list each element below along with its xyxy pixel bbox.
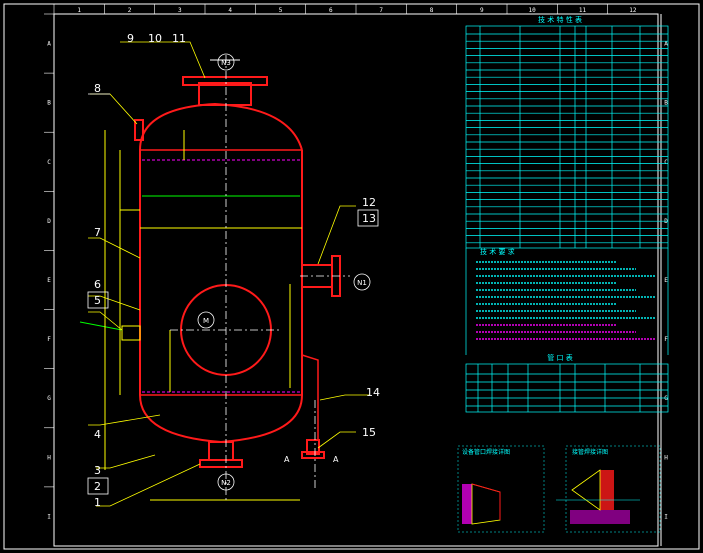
callout-14: 14 [366, 386, 380, 399]
border-row-label: I [47, 513, 51, 520]
nozzle-markers [197, 53, 371, 491]
detail-frame [565, 445, 661, 533]
section-mark-a-right: A [333, 455, 339, 464]
technical-table [457, 25, 669, 533]
callout-10: 10 [148, 32, 162, 45]
border-col-label: 12 [629, 7, 637, 14]
callout-5: 5 [94, 294, 101, 307]
section-marks: A A [284, 455, 339, 464]
callout-9: 9 [127, 32, 134, 45]
nozzle-n3 [182, 59, 268, 106]
callout-12: 12 [362, 196, 376, 209]
level-pipe [301, 354, 319, 440]
nozzle-table-frame [465, 363, 669, 413]
nozzle-label-n3: N3 [221, 59, 231, 67]
centerlines [170, 55, 350, 500]
inner-details [79, 130, 302, 501]
nameplate [121, 325, 141, 341]
border-row-label: C [47, 159, 51, 166]
detail-left-title: 设备管口焊接详图 [462, 448, 510, 456]
callout-boxes [87, 93, 379, 495]
border-col-label: 9 [480, 7, 484, 14]
border-col-label: 11 [579, 7, 587, 14]
top-head [139, 102, 303, 151]
border-row-label: E [664, 277, 668, 284]
border-col-label: 1 [77, 7, 81, 14]
callout-7: 7 [94, 226, 101, 239]
callout-6: 6 [94, 278, 101, 291]
callout-2: 2 [94, 480, 101, 493]
callout-8: 8 [94, 82, 101, 95]
border-row-label: A [47, 41, 51, 48]
nozzle-table-title: 管 口 表 [547, 353, 572, 362]
border-row-label: H [47, 454, 51, 461]
border-col-label: 5 [279, 7, 283, 14]
border-row-label: H [664, 454, 668, 461]
border-row-label: A [664, 41, 668, 48]
border-col-label: 7 [379, 7, 383, 14]
border-row-label: F [664, 336, 668, 343]
callout-15: 15 [362, 426, 376, 439]
callout-13: 13 [362, 212, 376, 225]
nozzle-label-manway: M [203, 317, 209, 325]
border-row-label: B [47, 100, 51, 107]
drain-nozzle [301, 439, 325, 459]
border-row-label: B [664, 100, 668, 107]
nozzle-n2 [199, 441, 243, 468]
leader-lines [88, 41, 370, 507]
nozzle-labels: N3 N1 M N2 [203, 59, 367, 487]
border-col-label: 3 [178, 7, 182, 14]
border-row-label: I [664, 513, 668, 520]
bottom-head [139, 394, 303, 444]
detail-left [462, 483, 501, 525]
border-row-label: C [664, 159, 668, 166]
border-row-label: G [47, 395, 51, 402]
detail-right [556, 469, 640, 524]
callout-11: 11 [172, 32, 186, 45]
border-row-label: F [47, 336, 51, 343]
border-col-label: 8 [430, 7, 434, 14]
technical-table-frame [465, 25, 669, 249]
border-col-label: 4 [228, 7, 232, 14]
callout-1: 1 [94, 496, 101, 509]
nameplate-leader [79, 321, 123, 331]
technical-notes-title: 技 术 要 求 [480, 247, 515, 256]
lifting-lug [134, 119, 144, 141]
border-col-label: 2 [128, 7, 132, 14]
detail-right-title: 接管焊接详图 [572, 448, 608, 456]
border-col-label: 10 [529, 7, 537, 14]
detail-frame [457, 445, 545, 533]
detail-views: 设备管口焊接详图 接管焊接详图 [462, 448, 640, 525]
callout-labels: 9 10 11 8 7 6 5 4 3 2 1 12 13 14 15 [94, 32, 380, 509]
section-mark-a-left: A [284, 455, 290, 464]
technical-table-title: 技 术 特 性 表 [538, 15, 582, 24]
border-row-label: D [47, 218, 51, 225]
callout-3: 3 [94, 464, 101, 477]
border-row-label: E [47, 277, 51, 284]
nozzle-label-n1: N1 [357, 279, 367, 287]
nozzle-label-n2: N2 [221, 479, 231, 487]
border-row-label: G [664, 395, 668, 402]
callout-4: 4 [94, 428, 101, 441]
table-titles: 技 术 特 性 表 技 术 要 求 管 口 表 [480, 15, 582, 362]
pressure-vessel [134, 59, 341, 468]
border-col-label: 6 [329, 7, 333, 14]
